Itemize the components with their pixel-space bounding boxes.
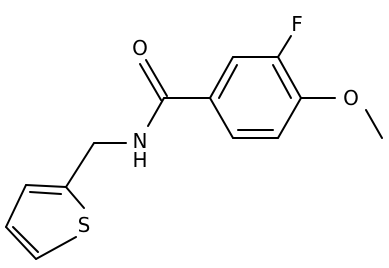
carbonyl-nitrogen-bond <box>147 97 165 127</box>
carbonyl-bond <box>139 59 168 101</box>
thiophene-ring <box>5 184 85 260</box>
benzene-ring <box>209 56 302 139</box>
nitrogen-label: N <box>133 129 148 153</box>
sulfur-label: S <box>78 213 91 237</box>
carbonyl-oxygen-label: O <box>132 36 148 60</box>
methoxy-oxygen-label: O <box>343 86 359 110</box>
fluorine-label: F <box>291 12 303 36</box>
amide-hydrogen-label: H <box>132 148 147 172</box>
methylene-thiophene-bond <box>65 142 95 188</box>
methyl-bond <box>365 109 383 139</box>
fluorine-bond <box>277 35 292 58</box>
